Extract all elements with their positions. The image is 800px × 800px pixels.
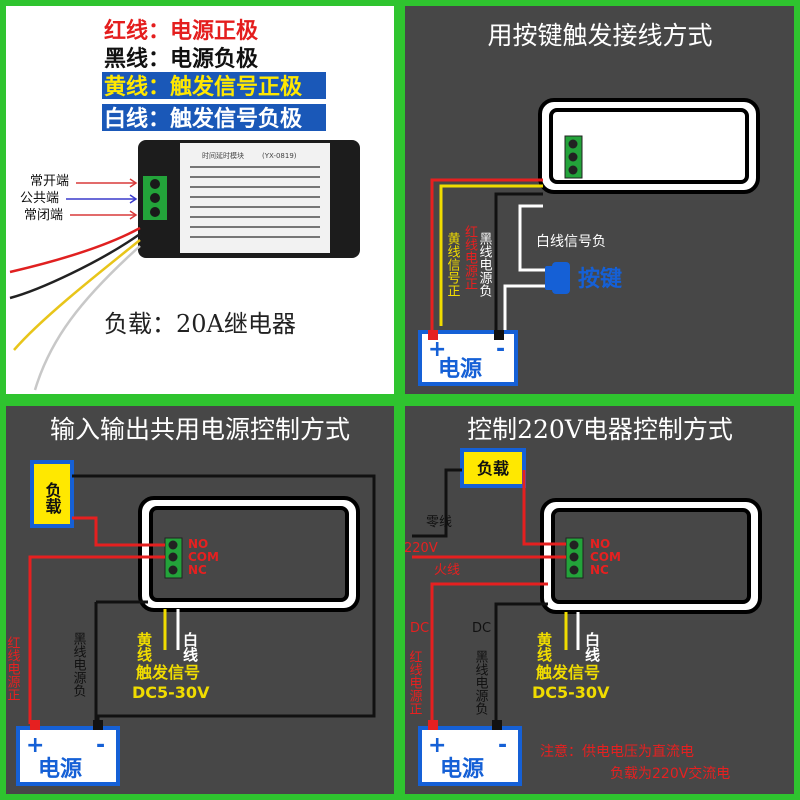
photo-wires xyxy=(9,226,141,391)
power-label: 电源 xyxy=(38,757,82,782)
panel-title: 控制220V电器控制方式 xyxy=(467,415,733,444)
push-button-icon[interactable] xyxy=(545,262,570,294)
legend-white-wire: 白线：触发信号负极 xyxy=(104,106,303,132)
red-wire-label: 红线电源正 xyxy=(5,635,21,701)
terminal-arrows xyxy=(66,178,138,220)
panel-title: 用按键触发接线方式 xyxy=(487,21,712,50)
load-label: 负载 xyxy=(43,481,62,515)
power-plus: + xyxy=(428,733,446,758)
timer-module-device: 时间延时模块 (YX-0819) xyxy=(138,140,360,258)
wires-tr xyxy=(430,178,547,338)
power-label: 电源 xyxy=(440,757,484,782)
power-minus: - xyxy=(96,733,105,758)
load-label: 负载 xyxy=(477,459,509,478)
power-supply-br: + - 电源 xyxy=(418,720,522,786)
power-supply-tr: + - 电源 xyxy=(418,330,518,386)
load-box-bl: 负载 xyxy=(30,460,74,528)
terminal-nc: NC xyxy=(188,563,207,577)
trigger-signal-label: 触发信号 xyxy=(135,663,200,682)
power-plus: + xyxy=(428,337,446,362)
note-line-1: 注意：供电电压为直流电 xyxy=(540,743,694,760)
legend-black-wire: 黑线：电源负极 xyxy=(104,46,259,72)
terminal-no: NO xyxy=(188,537,208,551)
terminal-nc: NC xyxy=(590,563,609,577)
white-wire-label: 白线 xyxy=(181,631,199,663)
live-wire-label: 火线 xyxy=(434,563,460,578)
load-box-br: 负载 xyxy=(460,448,526,488)
voltage-range-label: DC5-30V xyxy=(132,683,210,702)
yellow-wire-label: 黄线 xyxy=(135,631,153,663)
black-wire-label: 黑线电源负 xyxy=(71,632,87,697)
neutral-wire-label: 零线 xyxy=(426,515,452,530)
power-supply-bl: + - 电源 xyxy=(16,720,120,786)
trigger-signal-label: 触发信号 xyxy=(535,663,600,682)
photo-panel: 红线：电源正极 黑线：电源负极 黄线：触发信号正极 白线：触发信号负极 时间延时… xyxy=(6,6,394,394)
terminal-com: COM xyxy=(188,550,219,564)
module-label: 时间延时模块 xyxy=(202,151,244,160)
voltage-220v-label: 220V xyxy=(404,541,438,556)
legend-yellow-wire: 黄线：触发信号正极 xyxy=(104,74,303,100)
voltage-range-label: DC5-30V xyxy=(532,683,610,702)
terminal-no: NO xyxy=(590,537,610,551)
load-caption: 负载：20A继电器 xyxy=(104,310,296,338)
power-label: 电源 xyxy=(438,357,482,382)
terminal-no-label: 常开端 xyxy=(30,174,69,189)
module-model: (YX-0819) xyxy=(262,152,297,160)
wires-bl xyxy=(28,474,376,724)
terminal-com-label: 公共端 xyxy=(20,191,59,206)
panel-220v-control: 控制220V电器控制方式 负载 NO COM NC 零线 220V 火线 DC … xyxy=(404,406,794,794)
red-wire-label: 红线电源正 xyxy=(407,649,423,715)
push-button-label: 按键 xyxy=(578,266,622,292)
wires-br xyxy=(412,468,580,724)
dc-right-label: DC xyxy=(472,621,491,636)
terminal-nc-label: 常闭端 xyxy=(24,208,63,223)
white-wire-label: 白线 xyxy=(583,631,601,663)
black-wire-label: 黑线电源负 xyxy=(473,650,489,715)
dc-left-label: DC xyxy=(410,621,429,636)
terminal-com: COM xyxy=(590,550,621,564)
yellow-wire-label: 黄线 xyxy=(535,631,553,663)
panel-title: 输入输出共用电源控制方式 xyxy=(50,415,350,444)
black-wire-label: 黑线电源负 xyxy=(477,232,493,297)
note-line-2: 负载为220V交流电 xyxy=(610,765,730,782)
power-plus: + xyxy=(26,733,44,758)
panel-button-trigger: 用按键触发接线方式 红线电 xyxy=(405,6,794,394)
power-minus: - xyxy=(496,337,505,362)
white-wire-label: 白线信号负 xyxy=(536,234,606,250)
legend-red-wire: 红线：电源正极 xyxy=(104,18,259,44)
power-minus: - xyxy=(498,733,507,758)
panel-shared-power: 输入输出共用电源控制方式 负载 NO COM NC xyxy=(5,406,394,794)
yellow-wire-label: 黄线信号正 xyxy=(445,232,461,297)
